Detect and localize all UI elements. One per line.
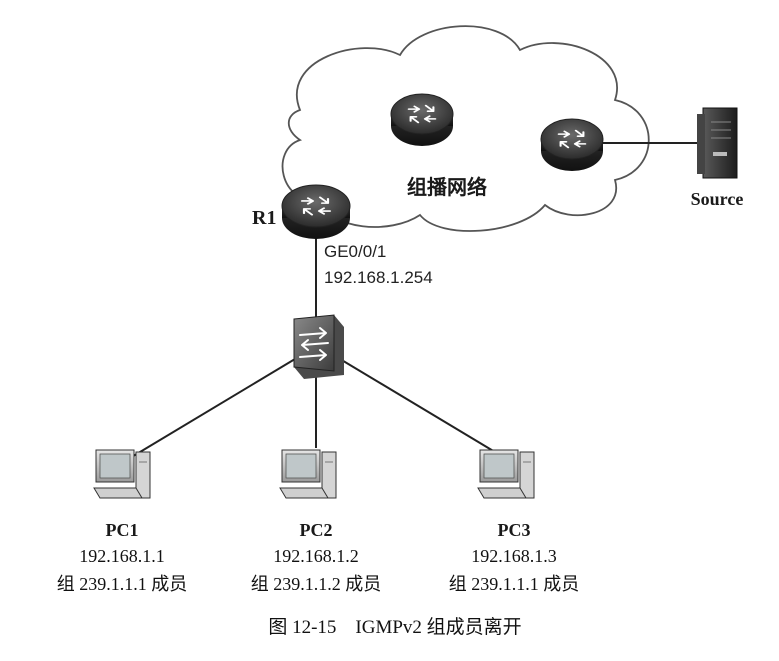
pc-icon bbox=[279, 449, 337, 499]
switch-icon bbox=[293, 314, 344, 379]
server-icon bbox=[697, 107, 738, 179]
router-r1[interactable] bbox=[281, 184, 351, 239]
server-source[interactable] bbox=[697, 107, 738, 179]
r1-interface: GE0/0/1 bbox=[324, 242, 386, 261]
r1-ip: 192.168.1.254 bbox=[324, 268, 433, 287]
pc2-name: PC2 bbox=[300, 520, 333, 540]
link-switch-pc1 bbox=[129, 355, 301, 459]
pc3-name: PC3 bbox=[498, 520, 531, 540]
cloud-label: 组播网络 bbox=[407, 175, 487, 199]
pc1-ip: 192.168.1.1 bbox=[79, 546, 165, 566]
link-switch-pc3 bbox=[334, 355, 506, 459]
pc3-group: 组 239.1.1.1 成员 bbox=[449, 574, 580, 594]
pc-3[interactable] bbox=[477, 449, 535, 499]
router-icon bbox=[281, 184, 351, 239]
links bbox=[129, 142, 705, 459]
pc-icon bbox=[477, 449, 535, 499]
source-label: Source bbox=[691, 189, 744, 209]
router-icon bbox=[390, 93, 454, 146]
r1-name: R1 bbox=[252, 207, 276, 229]
pc-icon bbox=[93, 449, 151, 499]
pc3-ip: 192.168.1.3 bbox=[471, 546, 557, 566]
pc-1[interactable] bbox=[93, 449, 151, 499]
switch[interactable] bbox=[293, 314, 344, 379]
router-icon bbox=[540, 118, 604, 171]
pc1-group: 组 239.1.1.1 成员 bbox=[57, 574, 188, 594]
pc2-group: 组 239.1.1.2 成员 bbox=[251, 574, 382, 594]
pc2-ip: 192.168.1.2 bbox=[273, 546, 359, 566]
pc1-name: PC1 bbox=[106, 520, 139, 540]
figure-caption: 图 12-15 IGMPv2 组成员离开 bbox=[268, 616, 521, 638]
pc-2[interactable] bbox=[279, 449, 337, 499]
